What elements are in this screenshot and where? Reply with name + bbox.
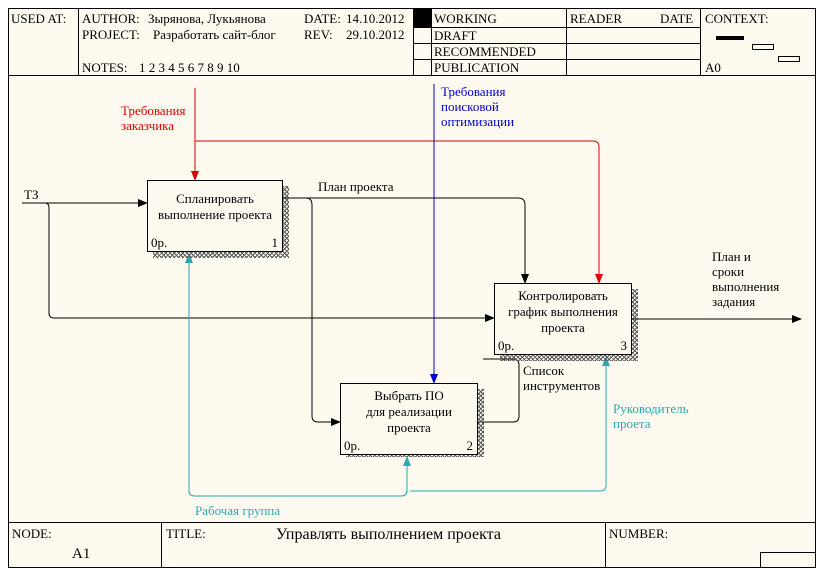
arrow-tools-to-box3	[478, 358, 520, 423]
arrow-tz-to-box3	[44, 202, 495, 322]
activity-box-2-cost: 0р.	[344, 438, 361, 453]
project-label: PROJECT:	[82, 27, 140, 42]
label-req-seo: Требования поисковой оптимизации	[441, 84, 515, 129]
node-value: A1	[72, 546, 91, 562]
arrow-plan-to-box2	[283, 197, 341, 426]
project-value: Разработать сайт-блог	[153, 27, 276, 42]
activity-box-3-number: 3	[620, 338, 628, 353]
activity-box-1-number: 1	[271, 235, 279, 250]
footer-number-box	[760, 552, 816, 568]
footer-divider-1	[161, 522, 162, 568]
status-row-line-2	[413, 43, 701, 44]
date-label: DATE:	[304, 11, 341, 26]
status-publication: PUBLICATION	[434, 60, 520, 75]
label-tz: ТЗ	[24, 187, 39, 202]
activity-box-3[interactable]: Контролировать график выполнения проекта…	[494, 283, 632, 355]
activity-box-2-number: 2	[466, 438, 474, 453]
status-row-line-1	[413, 27, 701, 28]
activity-box-1-cost: 0р.	[151, 235, 168, 250]
author-value: Зырянова, Лукьянова	[148, 11, 266, 26]
label-req-customer: Требования заказчика	[121, 103, 186, 133]
arrow-workgroup-to-box1	[188, 458, 408, 497]
activity-box-1-title: Спланировать выполнение проекта	[158, 191, 272, 222]
context-label: CONTEXT:	[705, 11, 769, 26]
activity-box-1[interactable]: Спланировать выполнение проекта 0р. 1	[147, 180, 283, 252]
date-value: 14.10.2012	[346, 11, 405, 26]
context-map-box-3	[778, 56, 800, 62]
rev-value: 29.10.2012	[346, 27, 405, 42]
label-tools-list: Список инструментов	[523, 363, 601, 393]
node-label: NODE:	[12, 526, 52, 541]
idef0-diagram-frame	[8, 8, 816, 568]
notes-label: NOTES:	[82, 60, 128, 75]
notes-values: 1 2 3 4 5 6 7 8 9 10	[139, 60, 240, 75]
footer-divider-2	[605, 522, 606, 568]
status-recommended: RECOMMENDED	[434, 44, 536, 59]
header-bottom-line	[8, 75, 816, 76]
header-divider-5	[700, 8, 701, 76]
reader-label: READER	[570, 11, 622, 26]
header-divider-4	[566, 8, 567, 76]
label-manager: Руководитель проета	[613, 401, 689, 431]
arrow-manager-line	[410, 356, 610, 492]
status-draft: DRAFT	[434, 28, 477, 43]
author-label: AUTHOR:	[82, 11, 140, 26]
diagram-title: Управлять выполнением проекта	[276, 526, 501, 543]
arrow-plan-to-box3	[283, 197, 529, 284]
header-divider-1	[78, 8, 79, 76]
working-status-marker	[414, 9, 431, 27]
reader-date-label: DATE	[660, 11, 694, 26]
activity-box-3-title: Контролировать график выполнения проекта	[508, 288, 618, 335]
label-plan-terms: План и сроки выполнения задания	[712, 249, 780, 309]
activity-box-2[interactable]: Выбрать ПО для реализации проекта 0р. 2	[340, 383, 478, 455]
rev-label: REV:	[304, 27, 333, 42]
arrow-req-customer-to-box3	[195, 140, 603, 284]
footer-top-line	[8, 522, 816, 523]
activity-box-3-cost: 0р.	[498, 338, 515, 353]
context-map-box-2	[752, 44, 774, 50]
number-label: NUMBER:	[609, 526, 669, 541]
used-at-label: USED AT:	[11, 11, 67, 26]
activity-box-2-title: Выбрать ПО для реализации проекта	[366, 388, 452, 435]
status-working: WORKING	[434, 11, 497, 26]
status-row-line-3	[413, 59, 701, 60]
header-divider-2	[413, 8, 414, 76]
context-map-active-box	[716, 36, 744, 40]
context-node: A0	[705, 60, 721, 75]
arrow-manager-to-box3	[400, 489, 408, 497]
label-plan: План проекта	[318, 179, 394, 194]
header-divider-3	[431, 8, 432, 76]
label-workgroup: Рабочая группа	[195, 503, 281, 518]
title-label: TITLE:	[166, 526, 206, 541]
